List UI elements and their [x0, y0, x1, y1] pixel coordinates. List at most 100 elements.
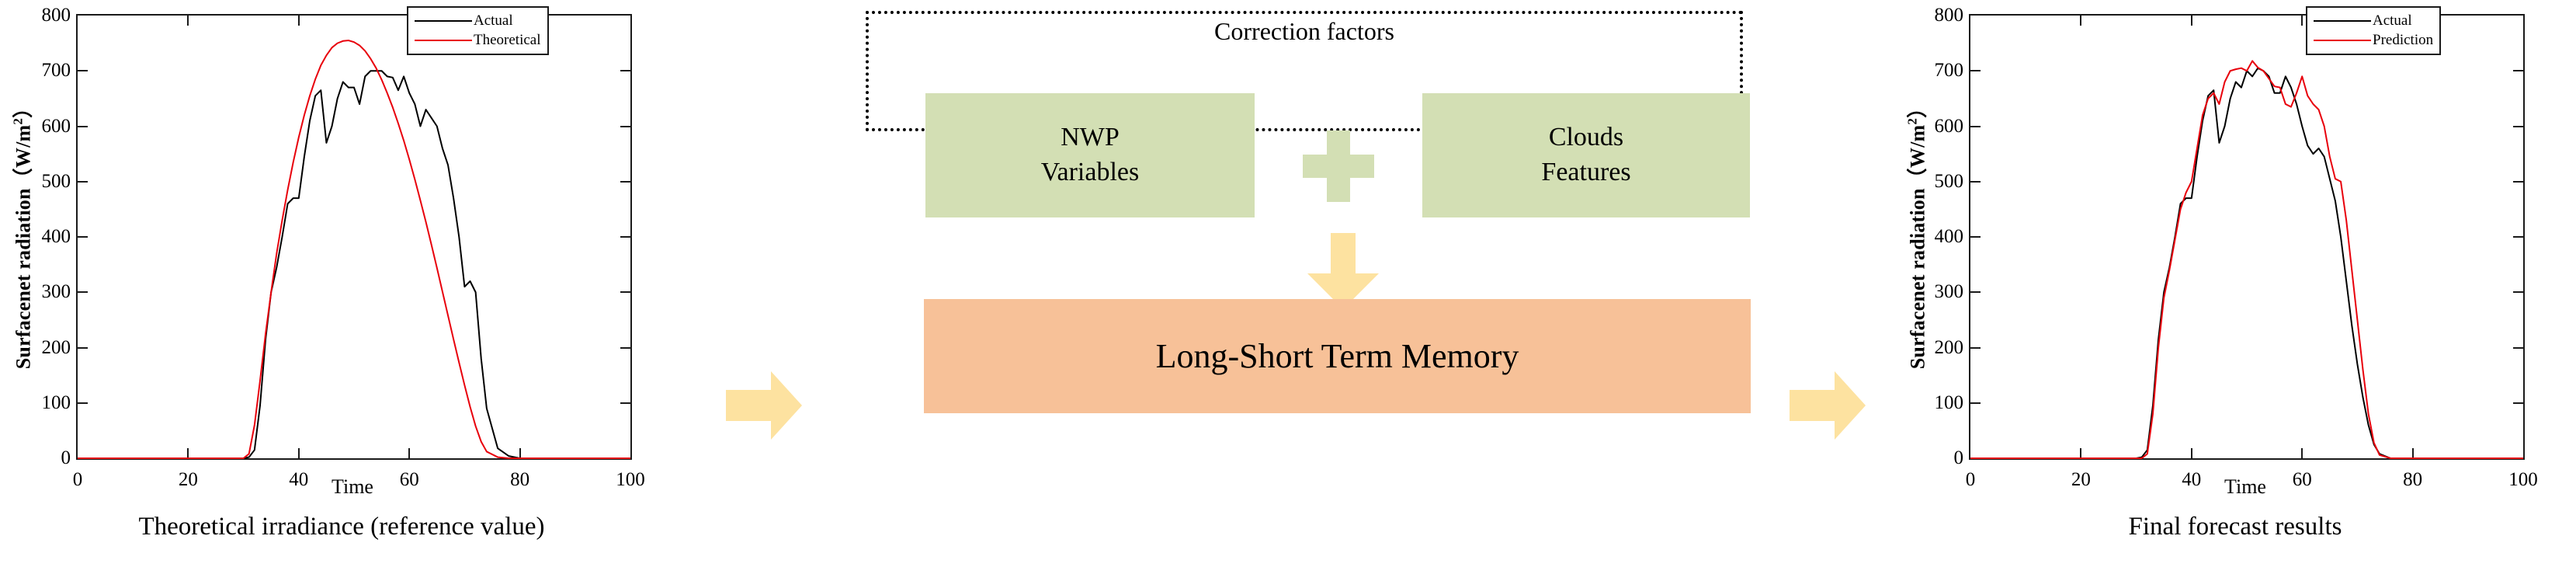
left-xtick-80: 80	[510, 469, 530, 490]
nwp-variables-box[interactable]: NWP Variables	[925, 93, 1255, 217]
left-chart-x-axis-title: Time	[332, 475, 373, 498]
right-xtickmark-top-60	[2301, 16, 2303, 26]
left-ytickmark-100	[78, 402, 88, 404]
left-ytick-300: 300	[41, 281, 71, 303]
right-ytickmark-right-600	[2513, 125, 2523, 127]
right-ytickmark-300	[1970, 291, 1981, 294]
left-ytickmark-600	[78, 125, 88, 127]
right-ytickmark-200	[1970, 346, 1981, 349]
right-chart-plot-area: 0 100 200 300 400 500 600 700 800 0 20 4…	[1935, 5, 2538, 490]
right-xtickmark-top-20	[2080, 16, 2082, 26]
legend-entry-theoretical: Theoretical	[415, 30, 541, 50]
right-xtickmark-80	[2411, 448, 2414, 458]
right-xtickmark-top-40	[2190, 16, 2192, 26]
right-ytickmark-right-400	[2513, 236, 2523, 238]
left-ytick-0: 0	[61, 447, 71, 468]
legend-label-actual: Actual	[474, 12, 513, 29]
left-chart-legend: Actual Theoretical	[407, 6, 549, 55]
legend-entry-prediction: Prediction	[2314, 30, 2433, 50]
legend-label-prediction: Prediction	[2373, 32, 2434, 48]
left-xtick-60: 60	[399, 469, 419, 490]
left-ytick-400: 400	[41, 226, 71, 247]
right-xtick-100: 100	[2508, 469, 2538, 490]
left-ytickmark-right-100	[620, 402, 630, 404]
plus-icon	[1303, 130, 1374, 202]
left-xtickmark-80	[519, 448, 521, 458]
left-ytickmark-right-700	[620, 70, 630, 72]
left-ylabel-text: Surfacenet radiation（W/m	[12, 124, 35, 369]
right-chart-curves	[1970, 60, 2523, 459]
left-ytickmark-right-400	[620, 236, 630, 238]
right-xtickmark-40	[2190, 448, 2192, 458]
right-arrow-icon-input	[726, 371, 802, 440]
left-xtickmark-60	[408, 448, 411, 458]
right-ytickmark-700	[1970, 70, 1981, 72]
plus-icon-vertical-bar	[1327, 130, 1350, 202]
correction-factors-title: Correction factors	[1214, 17, 1394, 45]
right-ytickmark-right-700	[2513, 70, 2523, 72]
right-ytick-300: 300	[1934, 281, 1964, 303]
left-ytick-100: 100	[41, 391, 71, 413]
left-ytick-200: 200	[41, 336, 71, 358]
right-arrow-icon-output	[1790, 371, 1866, 440]
right-ytick-0: 0	[1953, 447, 1964, 468]
right-chart-y-axis-label: Surfacenet radiation（W/m2）	[1899, 0, 1933, 466]
right-ylabel-text: Surfacenet radiation（W/m	[1906, 124, 1929, 369]
legend-label-theoretical: Theoretical	[474, 32, 541, 48]
right-xtickmark-20	[2080, 448, 2082, 458]
left-ytick-700: 700	[41, 60, 71, 82]
lstm-box[interactable]: Long-Short Term Memory	[924, 299, 1751, 413]
right-chart-legend: Actual Prediction	[2306, 6, 2442, 55]
left-chart-plot-area: 0 100 200 300 400 500 600 700 800 0 20 4…	[42, 5, 645, 490]
lstm-label: Long-Short Term Memory	[1155, 337, 1519, 375]
left-ylabel-close: ）	[12, 97, 35, 118]
right-ytickmark-right-100	[2513, 402, 2523, 404]
left-xtick-40: 40	[289, 469, 309, 490]
left-ytickmark-right-600	[620, 125, 630, 127]
left-xtick-100: 100	[616, 469, 645, 490]
right-ytickmark-500	[1970, 180, 1981, 183]
legend-label-actual: Actual	[2373, 12, 2412, 29]
right-chart-caption: Final forecast results	[2128, 513, 2342, 541]
legend-swatch-prediction	[2314, 39, 2371, 41]
left-ytickmark-200	[78, 346, 88, 349]
right-ytick-700: 700	[1934, 60, 1964, 82]
right-ytick-500: 500	[1934, 170, 1964, 192]
series-prediction	[1970, 60, 2523, 459]
right-xtick-60: 60	[2292, 469, 2312, 490]
left-ytickmark-right-300	[620, 291, 630, 294]
nwp-line-2: Variables	[1040, 158, 1140, 186]
legend-entry-actual: Actual	[415, 11, 541, 30]
down-arrow-icon	[1307, 233, 1379, 309]
right-ytick-100: 100	[1934, 391, 1964, 413]
right-xtick-20: 20	[2071, 469, 2091, 490]
series-theoretical	[78, 40, 630, 459]
left-chart-caption: Theoretical irradiance (reference value)	[138, 513, 545, 541]
left-ytick-600: 600	[41, 115, 71, 137]
left-ytick-800: 800	[41, 5, 71, 26]
left-xtickmark-40	[297, 448, 300, 458]
legend-swatch-actual	[2314, 19, 2371, 22]
nwp-line-1: NWP	[1061, 123, 1120, 152]
right-ytickmark-right-300	[2513, 291, 2523, 294]
clouds-features-box[interactable]: Clouds Features	[1422, 93, 1750, 217]
legend-swatch-actual	[415, 19, 472, 22]
left-ytick-500: 500	[41, 170, 71, 192]
right-ytick-400: 400	[1934, 226, 1964, 247]
left-ytickmark-right-200	[620, 346, 630, 349]
series-actual	[78, 70, 630, 459]
legend-swatch-theoretical	[415, 39, 472, 41]
clouds-line-1: Clouds	[1548, 123, 1624, 152]
left-ytickmark-700	[78, 70, 88, 72]
right-ytick-600: 600	[1934, 115, 1964, 137]
left-ytickmark-400	[78, 236, 88, 238]
right-xtick-40: 40	[2182, 469, 2202, 490]
center-diagram: Correction factors NWP Variables Clouds …	[835, 0, 1867, 574]
left-xtickmark-20	[187, 448, 189, 458]
right-xtickmark-60	[2301, 448, 2303, 458]
left-chart-y-axis-label: Surfacenet radiation（W/m2）	[5, 0, 39, 466]
right-ytickmark-600	[1970, 125, 1981, 127]
left-ytickmark-500	[78, 180, 88, 183]
right-ylabel-close: ）	[1906, 97, 1929, 118]
left-ytickmark-300	[78, 291, 88, 294]
